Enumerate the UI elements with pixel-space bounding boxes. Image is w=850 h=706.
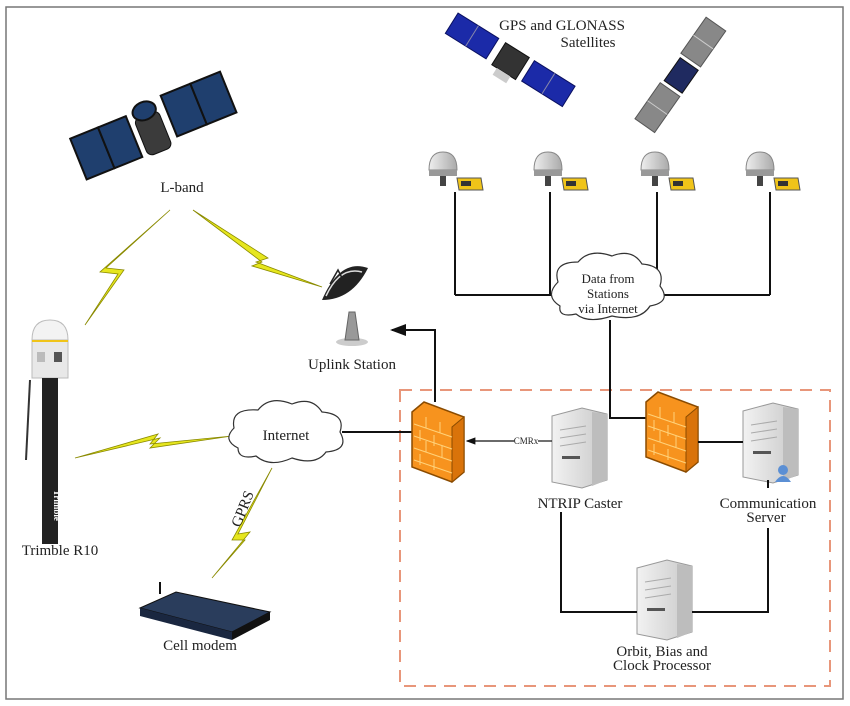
lightning-icon — [74, 209, 323, 579]
uplink-connection — [390, 324, 436, 402]
gps-satellite-icon — [444, 12, 576, 108]
satellite-dish-icon — [322, 266, 368, 346]
internet-label: Internet — [263, 428, 310, 444]
gnss-label-line1: GPS and GLONASS — [499, 18, 625, 34]
diagram-frame — [5, 6, 844, 700]
cell-modem-icon — [138, 582, 272, 640]
trimble-brand: Trimble — [52, 490, 62, 521]
ntrip-caster-server-icon — [551, 407, 608, 489]
lband-label: L-band — [160, 180, 204, 196]
internet-cloud-icon — [228, 400, 344, 464]
lband-satellite-icon — [68, 70, 238, 181]
gnss-label-line2: Satellites — [561, 35, 616, 51]
ntrip-caster-label: NTRIP Caster — [538, 496, 623, 512]
trimble-r10-receiver-icon: Trimble — [25, 319, 69, 544]
data-cloud-line1: Data from — [581, 271, 634, 286]
orbit-processor-label-line1: Orbit, Bias and — [616, 644, 708, 660]
user-icon — [775, 465, 791, 482]
data-cloud-line2: Stations — [587, 286, 629, 301]
communication-server-label-line2: Server — [746, 510, 785, 526]
data-cloud-line3: via Internet — [578, 301, 638, 316]
processing-center-box — [399, 389, 831, 687]
internal-network-lines — [560, 441, 769, 613]
uplink-station-label: Uplink Station — [308, 357, 396, 373]
communication-server-icon — [742, 402, 799, 484]
firewall-icon — [645, 391, 699, 473]
communication-server-label-line1: Communication — [720, 496, 817, 512]
trimble-r10-label: Trimble R10 — [22, 543, 99, 559]
cell-modem-label: Cell modem — [163, 638, 237, 654]
firewall-icon — [411, 401, 465, 483]
orbit-processor-server-icon — [636, 559, 693, 641]
glonass-satellite-icon — [634, 16, 727, 134]
orbit-processor-label-line2: Clock Processor — [613, 658, 711, 674]
data-cloud-icon — [550, 252, 665, 321]
cmrx-label: CMRx — [514, 436, 539, 446]
